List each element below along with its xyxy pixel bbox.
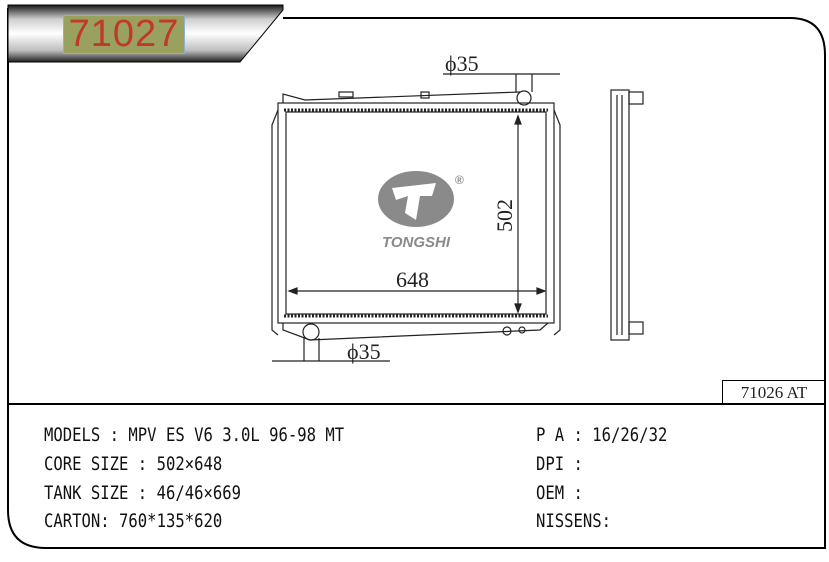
dim-height: 502	[492, 199, 517, 232]
part-number: 71027	[63, 15, 185, 54]
dim-bottom-outlet: ϕ35	[347, 339, 381, 364]
dim-width: 648	[396, 267, 429, 292]
radiator-front-view	[271, 73, 561, 362]
spec-core-size: CORE SIZE : 502×648	[44, 453, 223, 475]
svg-text:®: ®	[455, 173, 464, 187]
spec-nissens: NISSENS:	[536, 510, 612, 532]
dim-top-inlet: ϕ35	[445, 51, 479, 76]
tongshi-logo: ® TONGSHI	[378, 171, 464, 251]
spec-tank-size: TANK SIZE : 46/46×669	[44, 482, 241, 504]
spec-carton: CARTON: 760*135*620	[44, 510, 223, 532]
svg-text:TONGSHI: TONGSHI	[382, 234, 451, 251]
radiator-side-view	[610, 89, 644, 341]
spec-dpi: DPI :	[536, 453, 593, 475]
spec-pa: P A : 16/26/32	[536, 424, 668, 446]
spec-models: MODELS : MPV ES V6 3.0L 96-98 MT	[44, 424, 345, 446]
reference-number: 71026 AT	[722, 380, 825, 405]
spec-oem: OEM :	[536, 482, 593, 504]
